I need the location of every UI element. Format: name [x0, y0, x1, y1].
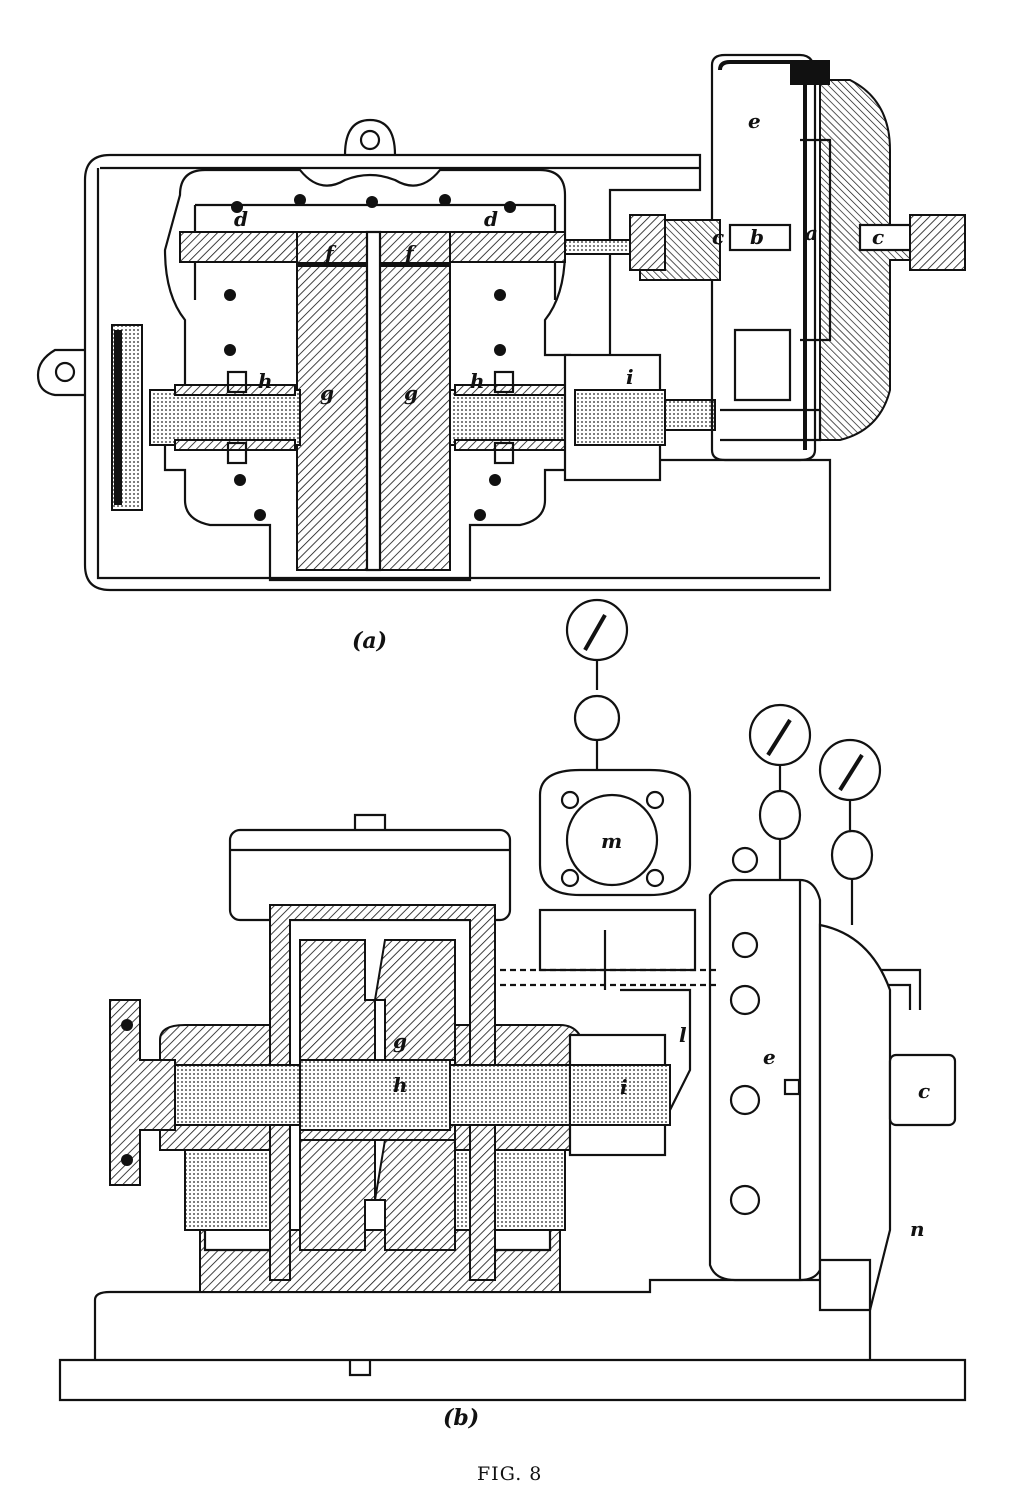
label-a-f2: f	[403, 241, 417, 265]
labels-figure-b: m g h i l e c n	[393, 829, 930, 1241]
label-a-d1: d	[234, 207, 248, 231]
bolt-holes-a	[224, 194, 516, 521]
label-b-n: n	[910, 1217, 925, 1241]
figure-b-elevation-view	[58, 598, 967, 1402]
label-a-c2: c	[872, 225, 884, 249]
label-b-c: c	[918, 1079, 930, 1103]
label-a-i: i	[626, 365, 634, 389]
caption-b: (b)	[443, 1405, 479, 1431]
label-a-b: b	[750, 225, 764, 249]
pressure-gauges	[565, 598, 882, 925]
label-b-i: i	[620, 1075, 628, 1099]
label-a-c1: c	[712, 225, 724, 249]
label-b-g: g	[393, 1029, 407, 1053]
labels-figure-a: e d d f f c b a c h g g h i	[234, 109, 884, 405]
label-a-g1: g	[320, 381, 334, 405]
label-a-e: e	[748, 109, 761, 133]
caption-a: (a)	[352, 628, 387, 654]
label-a-d2: d	[484, 207, 498, 231]
label-a-g2: g	[404, 381, 418, 405]
label-b-l: l	[679, 1023, 687, 1047]
label-a-h1: h	[258, 369, 273, 393]
label-a-h2: h	[470, 369, 485, 393]
label-b-e: e	[763, 1045, 776, 1069]
label-a-f1: f	[323, 241, 337, 265]
label-a-a: a	[805, 221, 818, 245]
label-b-m: m	[601, 829, 622, 853]
label-b-h: h	[393, 1073, 408, 1097]
figure-a-plan-view	[36, 53, 966, 592]
figure-caption: FIG. 8	[477, 1463, 542, 1485]
